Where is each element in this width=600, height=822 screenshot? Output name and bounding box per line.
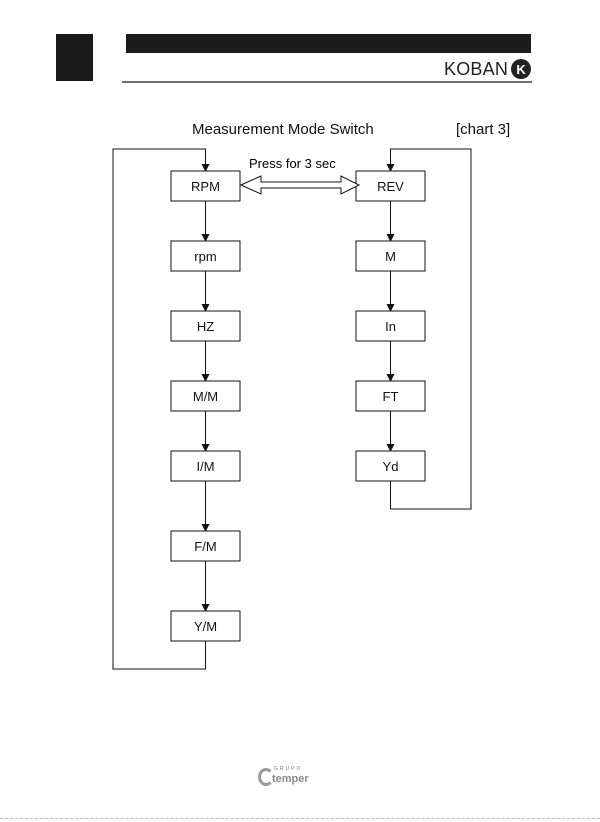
left-node-label: F/M	[194, 539, 216, 554]
right-node-label: FT	[383, 389, 399, 404]
toggle-label: Press for 3 sec	[249, 156, 336, 171]
footer-brand-name: temper	[272, 773, 309, 785]
left-node-label: Y/M	[194, 619, 217, 634]
right-node-label: REV	[377, 179, 404, 194]
left-node-label: M/M	[193, 389, 218, 404]
toggle-double-arrow	[241, 176, 359, 194]
right-node-label: M	[385, 249, 396, 264]
right-node-label: In	[385, 319, 396, 334]
page-bottom-edge	[0, 818, 600, 820]
grupo-temper-logo: GRUPO temper	[258, 760, 318, 794]
right-node-label: Yd	[383, 459, 399, 474]
left-node-label: I/M	[196, 459, 214, 474]
footer-brand-top: GRUPO	[274, 766, 302, 772]
left-node-label: rpm	[194, 249, 216, 264]
left-node-label: RPM	[191, 179, 220, 194]
left-node-label: HZ	[197, 319, 214, 334]
